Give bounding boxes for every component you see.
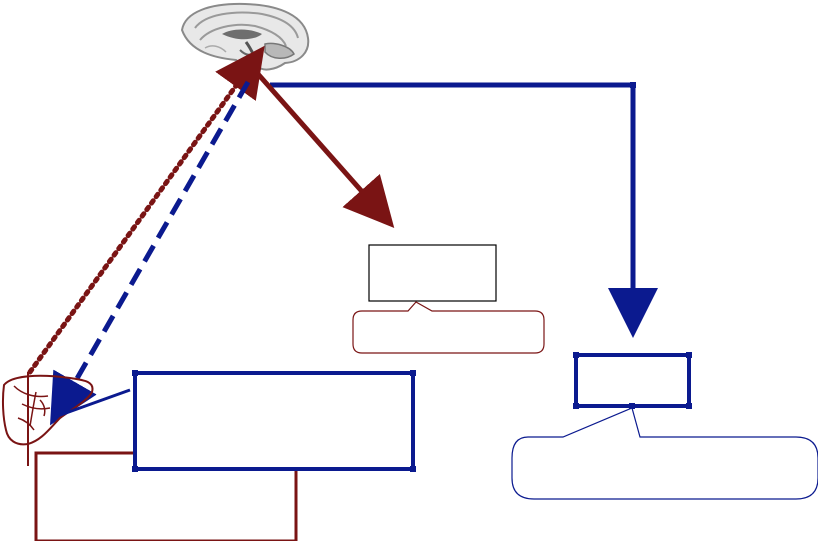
- bottom-blue-box: [133, 371, 415, 471]
- liver-sketch-icon: [1, 372, 94, 466]
- dashed-arrow-brain-to-liver: [50, 80, 251, 426]
- right-callout: [511, 407, 818, 500]
- bottom-blue-box-handles: [132, 370, 416, 472]
- right-box: [574, 353, 691, 408]
- brain-sagittal-icon: [180, 2, 310, 71]
- dotted-line-liver-to-brain: [27, 45, 265, 375]
- center-box: [368, 244, 497, 302]
- center-callout: [352, 301, 545, 354]
- arrow-brain-to-center-box: [256, 72, 395, 228]
- connector-corner-handle: [630, 82, 636, 88]
- right-box-handles: [573, 352, 692, 409]
- connector-liver-to-bottom-box: [51, 388, 131, 420]
